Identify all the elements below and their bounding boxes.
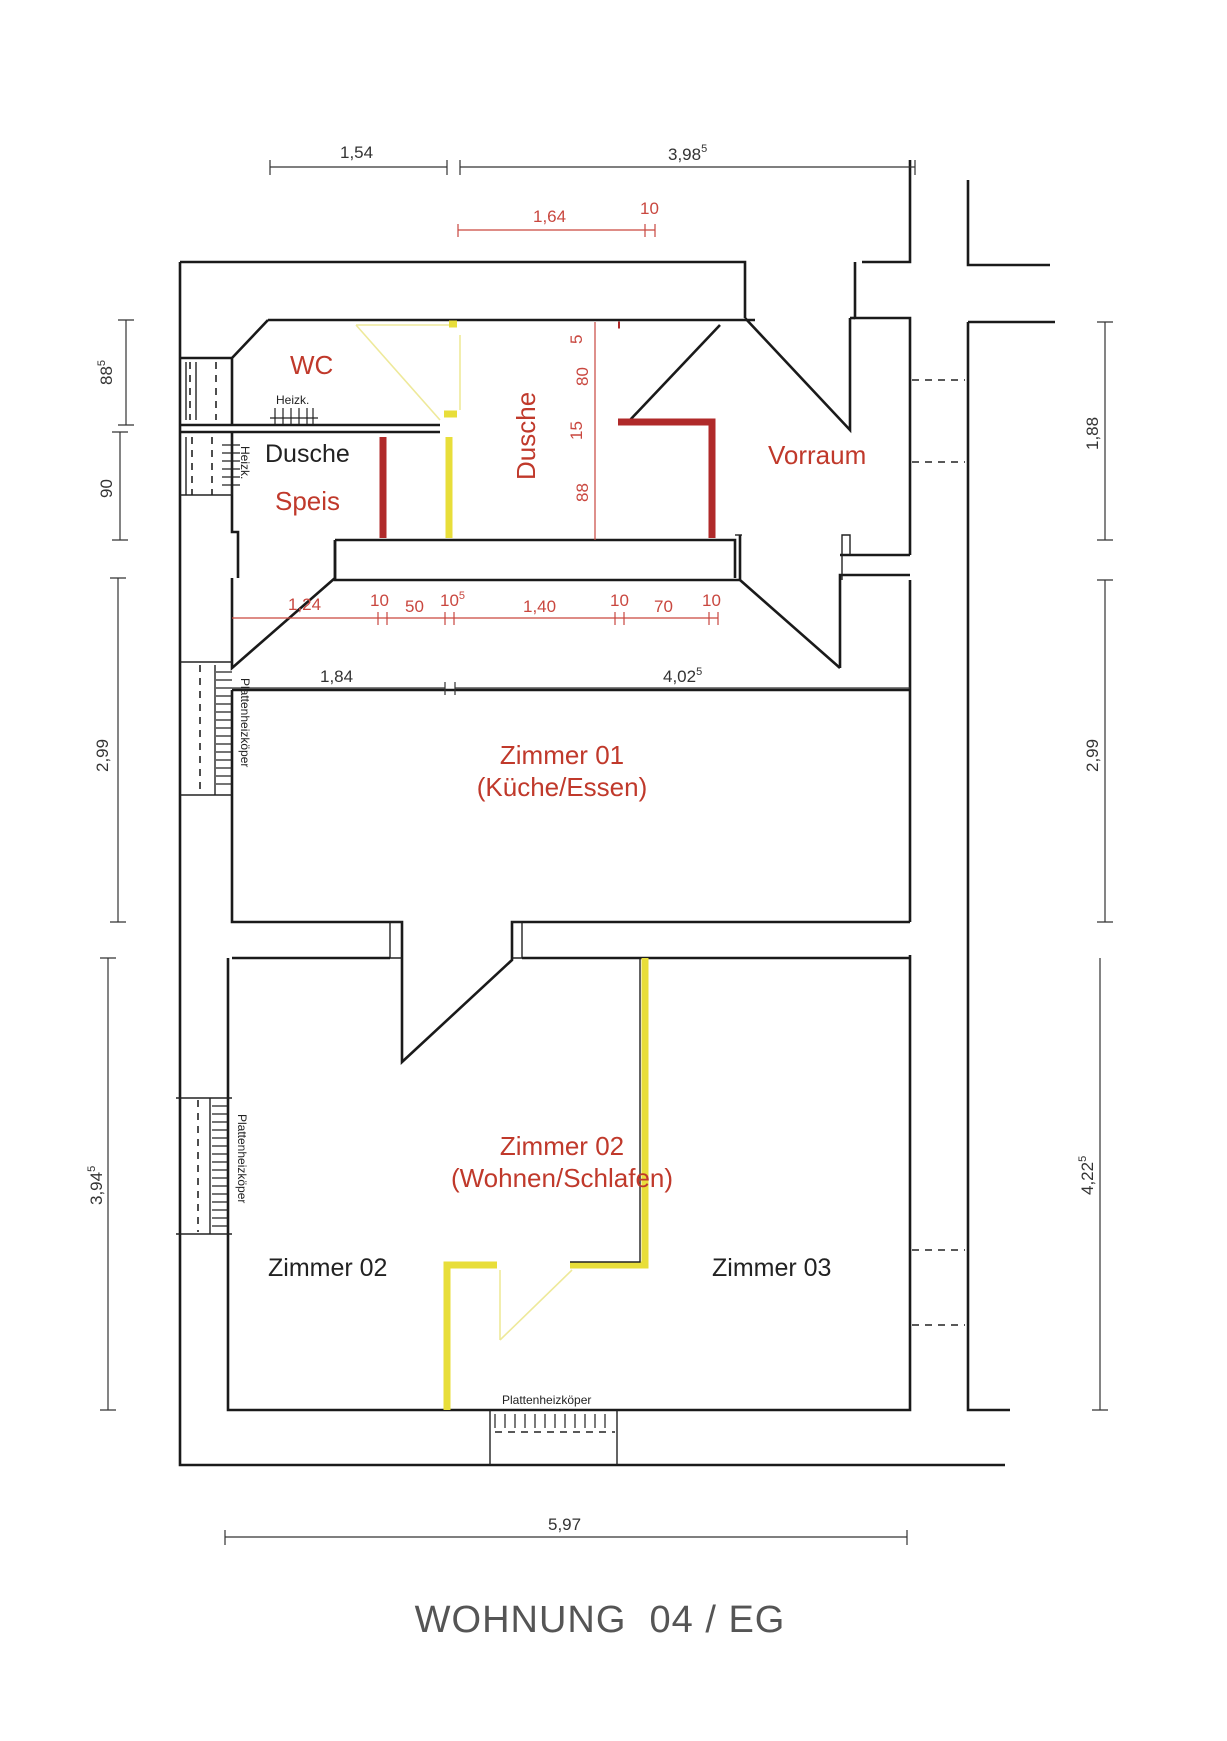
dim-mid-70: 70 xyxy=(654,597,673,616)
outer-walls xyxy=(178,160,1055,1467)
dim-top-red-164: 1,64 xyxy=(533,207,566,226)
dim-dusche-80: 80 xyxy=(573,367,592,386)
label-plattenheizkoeper-1: Plattenheizköper xyxy=(238,678,252,767)
dim-right-188: 1,88 xyxy=(1083,417,1102,450)
label-dusche: Dusche xyxy=(511,392,541,480)
dimension-lines xyxy=(100,160,1113,1545)
dim-top-left: 1,54 xyxy=(340,143,373,162)
label-vorraum: Vorraum xyxy=(768,440,866,470)
label-plattenheizkoeper-2: Plattenheizköper xyxy=(235,1114,249,1203)
dim-row-184: 1,84 xyxy=(320,667,353,686)
zimmer01-walls xyxy=(180,661,910,1065)
label-zimmer02-left: Zimmer 02 xyxy=(268,1254,387,1282)
label-speis: Speis xyxy=(275,486,340,516)
label-wc: WC xyxy=(290,350,333,380)
dim-left-299: 2,99 xyxy=(93,739,112,772)
dim-right-4225: 4,225 xyxy=(1077,1156,1097,1195)
dim-mid-10c: 10 xyxy=(702,591,721,610)
room-labels: WC Dusche Speis Dusche Vorraum Zimmer 01… xyxy=(265,350,866,1282)
zimmer02-03-walls xyxy=(176,956,910,1465)
dim-left-3945: 3,945 xyxy=(86,1166,106,1205)
dim-left-885: 885 xyxy=(96,360,116,385)
label-dusche-small: Dusche xyxy=(265,440,350,468)
dim-mid-140: 1,40 xyxy=(523,597,556,616)
wet-area-walls xyxy=(180,316,910,671)
dim-right-299: 2,99 xyxy=(1083,739,1102,772)
dim-dusche-5: 5 xyxy=(567,335,586,344)
dim-dusche-15: 15 xyxy=(567,421,586,440)
dim-row-4025: 4,025 xyxy=(663,666,702,686)
dim-mid-124: 1,24 xyxy=(288,595,321,614)
dim-top-right: 3,985 xyxy=(668,143,707,164)
dim-mid-105: 105 xyxy=(440,590,465,610)
label-heizk-speis: Heizk. xyxy=(238,446,252,479)
dim-bottom-597: 5,97 xyxy=(548,1515,581,1534)
label-zimmer02-use: (Wohnen/Schlafen) xyxy=(451,1163,673,1193)
speis-radiator xyxy=(222,440,240,490)
label-heizk-wc: Heizk. xyxy=(276,393,309,407)
label-zimmer03: Zimmer 03 xyxy=(712,1254,831,1282)
fixture-labels: Heizk. Heizk. Plattenheizköper Plattenhe… xyxy=(235,393,591,1407)
dim-top-red-10: 10 xyxy=(640,199,659,218)
label-zimmer01: Zimmer 01 xyxy=(500,740,624,770)
page-title: WOHNUNG 04 / EG xyxy=(415,1599,786,1641)
label-zimmer01-use: (Küche/Essen) xyxy=(477,772,648,802)
dim-left-90: 90 xyxy=(97,479,116,498)
label-plattenheizkoeper-bottom: Plattenheizköper xyxy=(502,1393,591,1407)
dim-mid-10a: 10 xyxy=(370,591,389,610)
wc-radiator xyxy=(270,408,318,424)
dimension-labels: 1,54 3,985 1,64 10 5 80 15 88 1,24 10 50… xyxy=(86,143,1102,1534)
dim-mid-50: 50 xyxy=(405,597,424,616)
dim-dusche-88: 88 xyxy=(573,483,592,502)
label-zimmer02-center: Zimmer 02 xyxy=(500,1131,624,1161)
dim-mid-10b: 10 xyxy=(610,591,629,610)
dusche-partition xyxy=(355,320,716,540)
